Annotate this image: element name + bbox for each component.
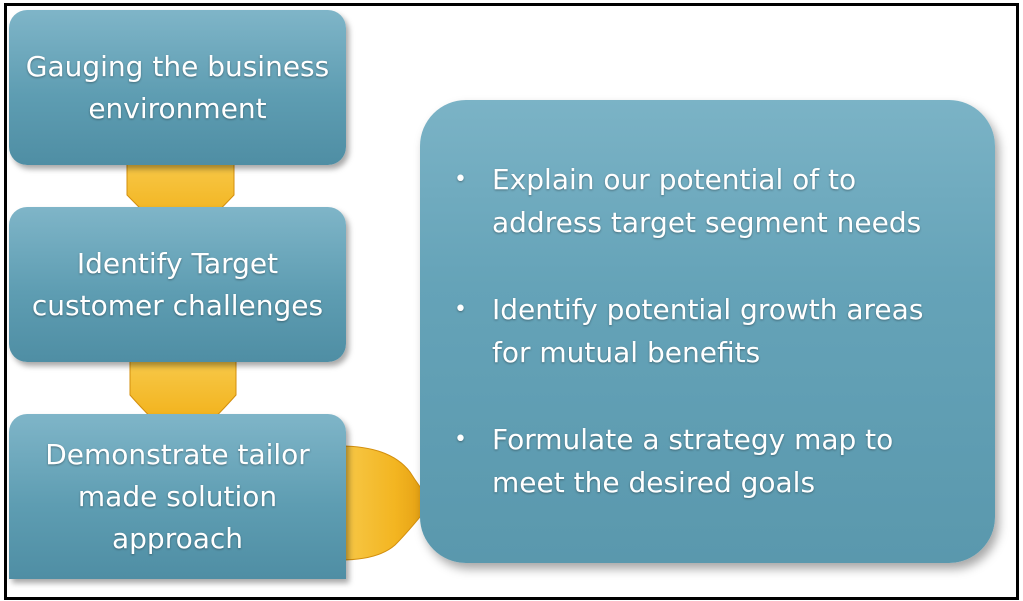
details-item-1: • Explain our potential of to address ta… (454, 158, 955, 244)
details-text-1: Explain our potential of to address targ… (492, 163, 922, 239)
step-label-2: Identify Target customer challenges (31, 246, 324, 322)
step-label-1: Gauging the business environment (25, 49, 330, 125)
bullet-icon: • (454, 297, 467, 322)
bullet-icon: • (454, 167, 467, 192)
step-box-2: Identify Target customer challenges (9, 207, 346, 362)
details-list: • Explain our potential of to address ta… (454, 158, 955, 504)
connector-arrow-3 (339, 445, 433, 561)
step-box-1: Gauging the business environment (9, 10, 346, 165)
step-box-3: Demonstrate tailor made solution approac… (9, 414, 346, 579)
bullet-icon: • (454, 427, 467, 452)
step-label-3: Demonstrate tailor made solution approac… (45, 437, 310, 555)
details-panel: • Explain our potential of to address ta… (420, 100, 995, 563)
details-text-3: Formulate a strategy map to meet the des… (492, 423, 894, 499)
details-text-2: Identify potential growth areas for mutu… (492, 293, 924, 369)
details-item-3: • Formulate a strategy map to meet the d… (454, 418, 955, 504)
details-item-2: • Identify potential growth areas for mu… (454, 288, 955, 374)
